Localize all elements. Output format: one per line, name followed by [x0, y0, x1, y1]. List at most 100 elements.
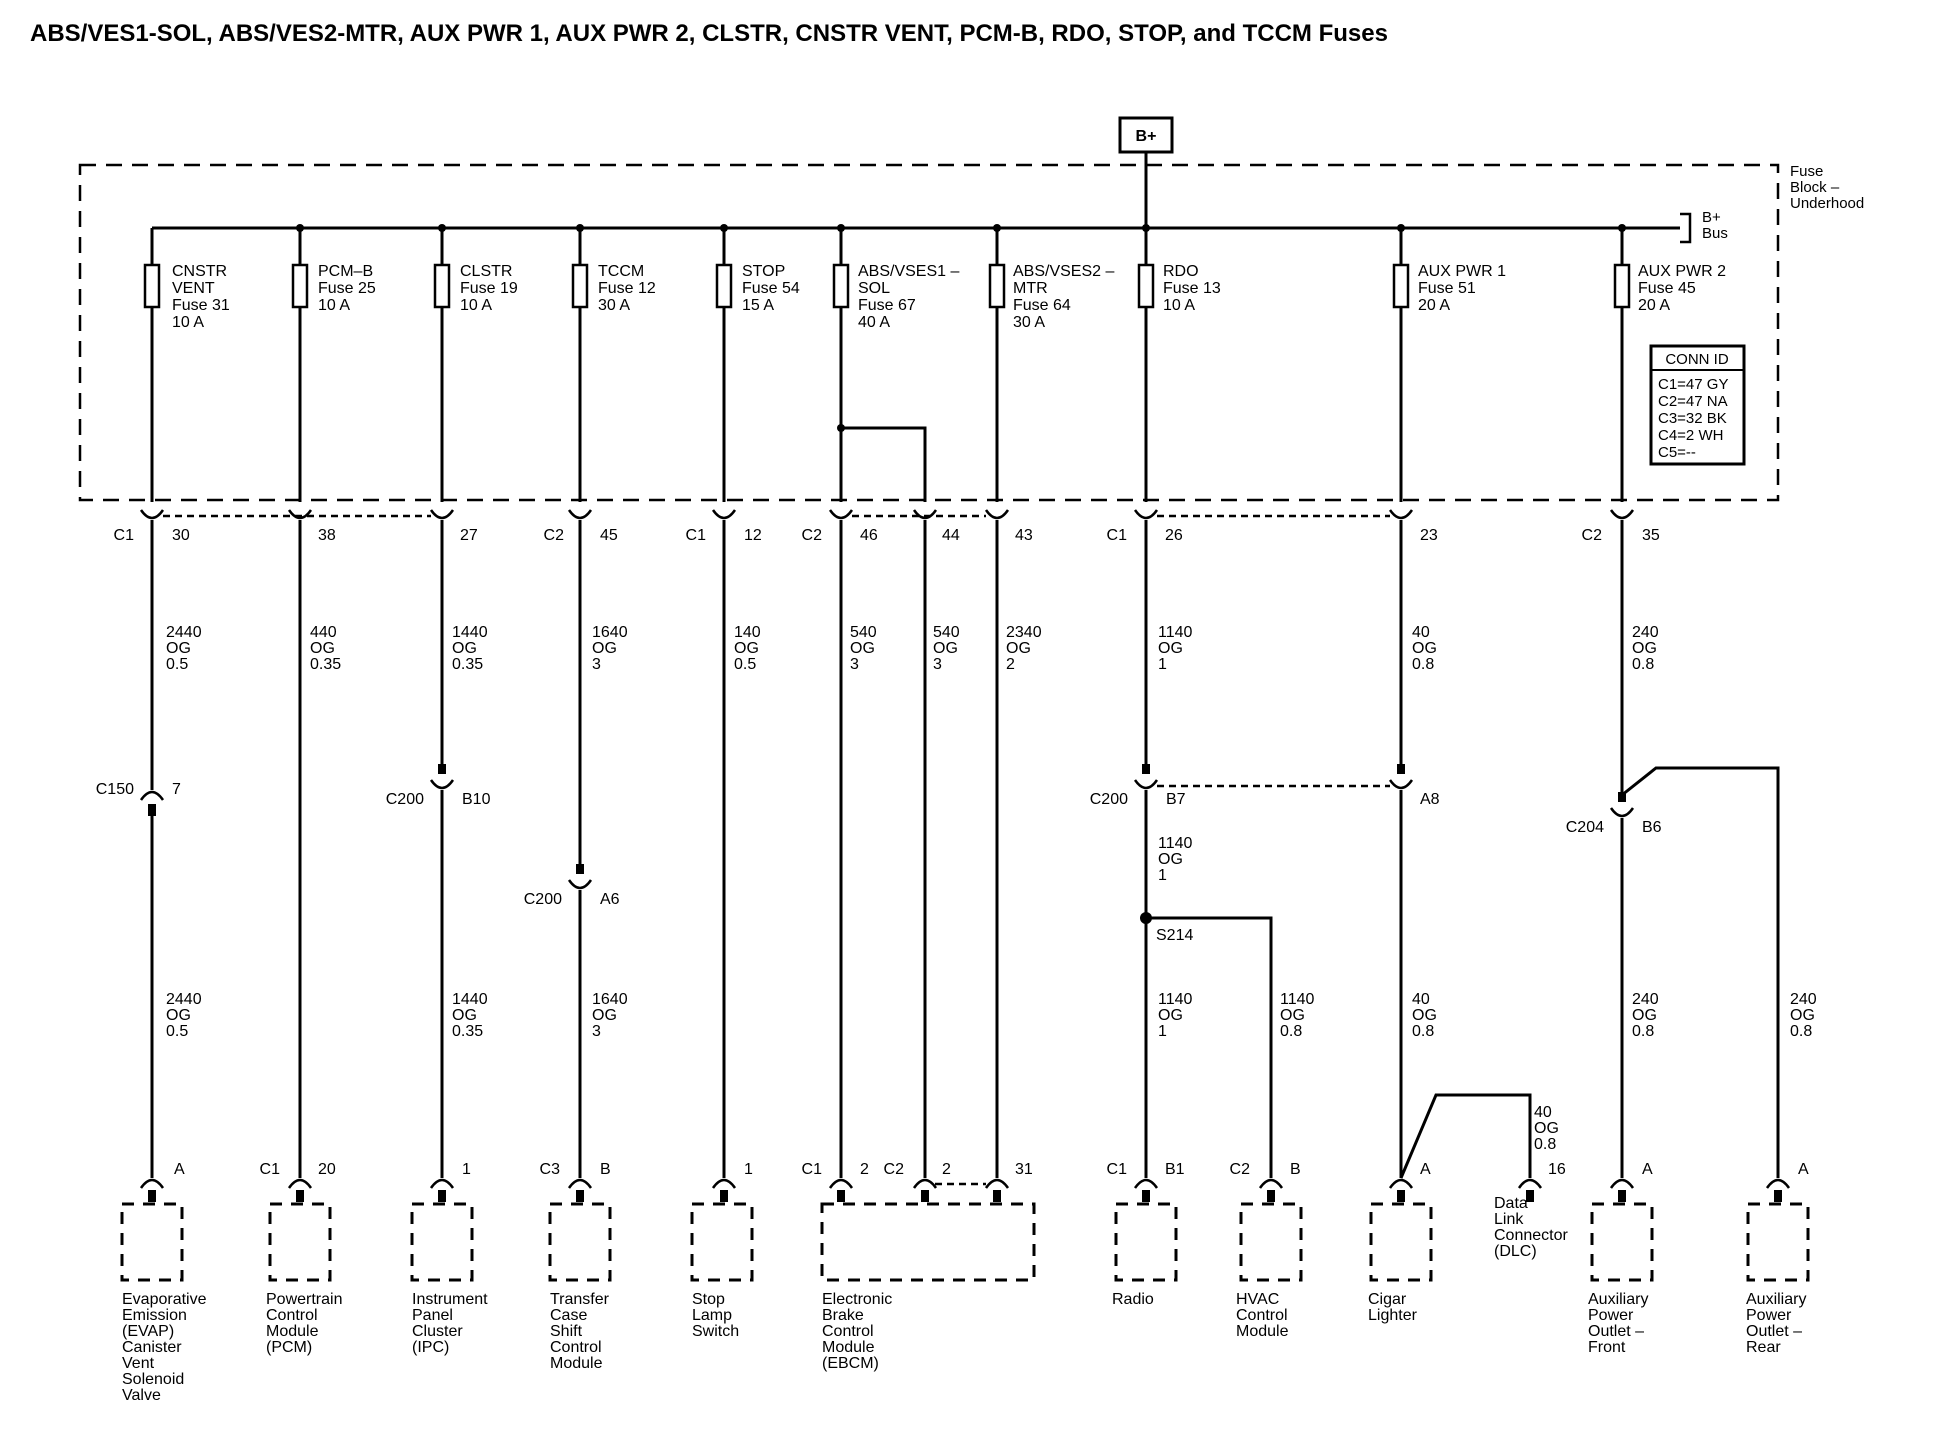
connector-pin: 23 — [1420, 527, 1438, 544]
wire-gauge: 3 — [592, 656, 601, 673]
wire-circuit: 2440 — [166, 991, 202, 1008]
pin-label: A — [1642, 1161, 1653, 1178]
bus-end-bracket — [1680, 212, 1692, 244]
fuse-block-label-line: Fuse — [1790, 163, 1823, 180]
wire-circuit: 1140 — [1158, 835, 1193, 852]
wire-gauge: 1 — [1158, 656, 1167, 673]
pin-label: 20 — [318, 1161, 336, 1178]
wire-color: OG — [166, 640, 191, 657]
component-box — [1114, 1202, 1178, 1282]
component-label-line: Control — [550, 1339, 602, 1356]
component-label-line: Evaporative — [122, 1291, 207, 1308]
wire-color: OG — [850, 640, 875, 657]
pin-label: A — [174, 1161, 185, 1178]
wire-circuit: 1140 — [1280, 991, 1315, 1008]
fuse-label-line: 10 A — [1163, 297, 1195, 314]
component-label-line: Switch — [692, 1323, 739, 1340]
conn-id-box: CONN ID C1=47 GY C2=47 NA C3=32 BK C4=2 … — [1649, 344, 1746, 466]
fuse-label-line: 10 A — [172, 314, 204, 331]
component-box — [820, 1202, 1036, 1282]
pin-conn: C2 — [1230, 1161, 1251, 1178]
component-boxes — [120, 1202, 1810, 1282]
component-box — [690, 1202, 754, 1282]
fuse-label-line: STOP — [742, 263, 785, 280]
pin-conn: C1 — [802, 1161, 823, 1178]
pin-label: 2 — [860, 1161, 869, 1178]
component-label-line: Module — [266, 1323, 319, 1340]
component-label-line: Powertrain — [266, 1291, 342, 1308]
fuse-label-line: 30 A — [1013, 314, 1045, 331]
component-label-line: (EVAP) — [122, 1323, 174, 1340]
wire-circuit: 540 — [933, 624, 960, 641]
pin-label: 16 — [1548, 1161, 1566, 1178]
component-label-line: Outlet – — [1588, 1323, 1644, 1340]
connector-pin: 26 — [1165, 527, 1183, 544]
component-box — [268, 1202, 332, 1282]
component-label-line: Power — [1588, 1307, 1634, 1324]
fuse-label-line: Fuse 31 — [172, 297, 230, 314]
wire-color: OG — [1412, 1007, 1437, 1024]
pin-label: 1 — [744, 1161, 753, 1178]
wire-circuit: 440 — [310, 624, 337, 641]
bus-label-line: B+ — [1702, 209, 1721, 226]
fuse-block-label-line: Underhood — [1790, 195, 1864, 212]
wire-circuit: 2340 — [1006, 624, 1042, 641]
wire-gauge: 0.8 — [1280, 1023, 1302, 1040]
wire-color: OG — [1158, 851, 1183, 868]
component-label-line: Outlet – — [1746, 1323, 1802, 1340]
diagram-title: ABS/VES1-SOL, ABS/VES2-MTR, AUX PWR 1, A… — [30, 20, 1388, 47]
fuse-symbol — [1137, 263, 1155, 309]
conn-id-header: CONN ID — [1665, 351, 1729, 368]
wire-gauge: 2 — [1006, 656, 1015, 673]
component-label-line: Vent — [122, 1355, 155, 1372]
component-label-line: Transfer — [550, 1291, 610, 1308]
conn-id-row: C5=-- — [1658, 444, 1696, 461]
component-box — [1369, 1202, 1433, 1282]
component-label-line: Connector — [1494, 1227, 1568, 1244]
fuse-symbol — [433, 263, 451, 309]
wire-circuit: 1440 — [452, 991, 488, 1008]
fuse-block-wires — [150, 152, 1624, 502]
connector-name: C2 — [802, 527, 823, 544]
component-label-line: Power — [1746, 1307, 1792, 1324]
component-label-line: Cluster — [412, 1323, 463, 1340]
fuse-label-line: 30 A — [598, 297, 630, 314]
fuse-symbol — [291, 263, 309, 309]
bus-label-line: Bus — [1702, 225, 1728, 242]
wire-color: OG — [310, 640, 335, 657]
pin-label: 31 — [1015, 1161, 1033, 1178]
wire-gauge: 3 — [850, 656, 859, 673]
wire-circuit: 540 — [850, 624, 877, 641]
wire-circuit: 1640 — [592, 991, 628, 1008]
wire-circuit: 1140 — [1158, 991, 1193, 1008]
fuse-label-line: Fuse 12 — [598, 280, 656, 297]
wire-circuit: 40 — [1534, 1104, 1552, 1121]
wire-gauge: 0.8 — [1534, 1136, 1556, 1153]
wire-gauge: 0.8 — [1632, 1023, 1654, 1040]
component-box — [1590, 1202, 1654, 1282]
wire-circuit: 1440 — [452, 624, 488, 641]
component-label-line: Instrument — [412, 1291, 488, 1308]
component-label-line: Control — [266, 1307, 318, 1324]
component-box — [120, 1202, 184, 1282]
component-box — [1746, 1202, 1810, 1282]
connector-pin: 12 — [744, 527, 762, 544]
pin-label: B — [600, 1161, 611, 1178]
component-label-line: Module — [822, 1339, 875, 1356]
connector-pin: 38 — [318, 527, 336, 544]
connector-name: C150 — [96, 781, 134, 798]
pin-conn: C1 — [1107, 1161, 1128, 1178]
component-label-line: Auxiliary — [1746, 1291, 1806, 1308]
connector-pin: 43 — [1015, 527, 1033, 544]
wire-color: OG — [1412, 640, 1437, 657]
bottom-connector-symbols — [139, 1178, 1791, 1202]
wire-color: OG — [1158, 640, 1183, 657]
connector-name: C1 — [1107, 527, 1128, 544]
wire-gauge: 0.5 — [166, 656, 188, 673]
fuse-labels: CNSTR VENT Fuse 31 10 A PCM–B Fuse 25 10… — [172, 263, 1726, 331]
wire-gauge: 0.8 — [1632, 656, 1654, 673]
connector-name: C204 — [1566, 819, 1604, 836]
wire-gauge: 0.8 — [1790, 1023, 1812, 1040]
wire-color: OG — [452, 1007, 477, 1024]
